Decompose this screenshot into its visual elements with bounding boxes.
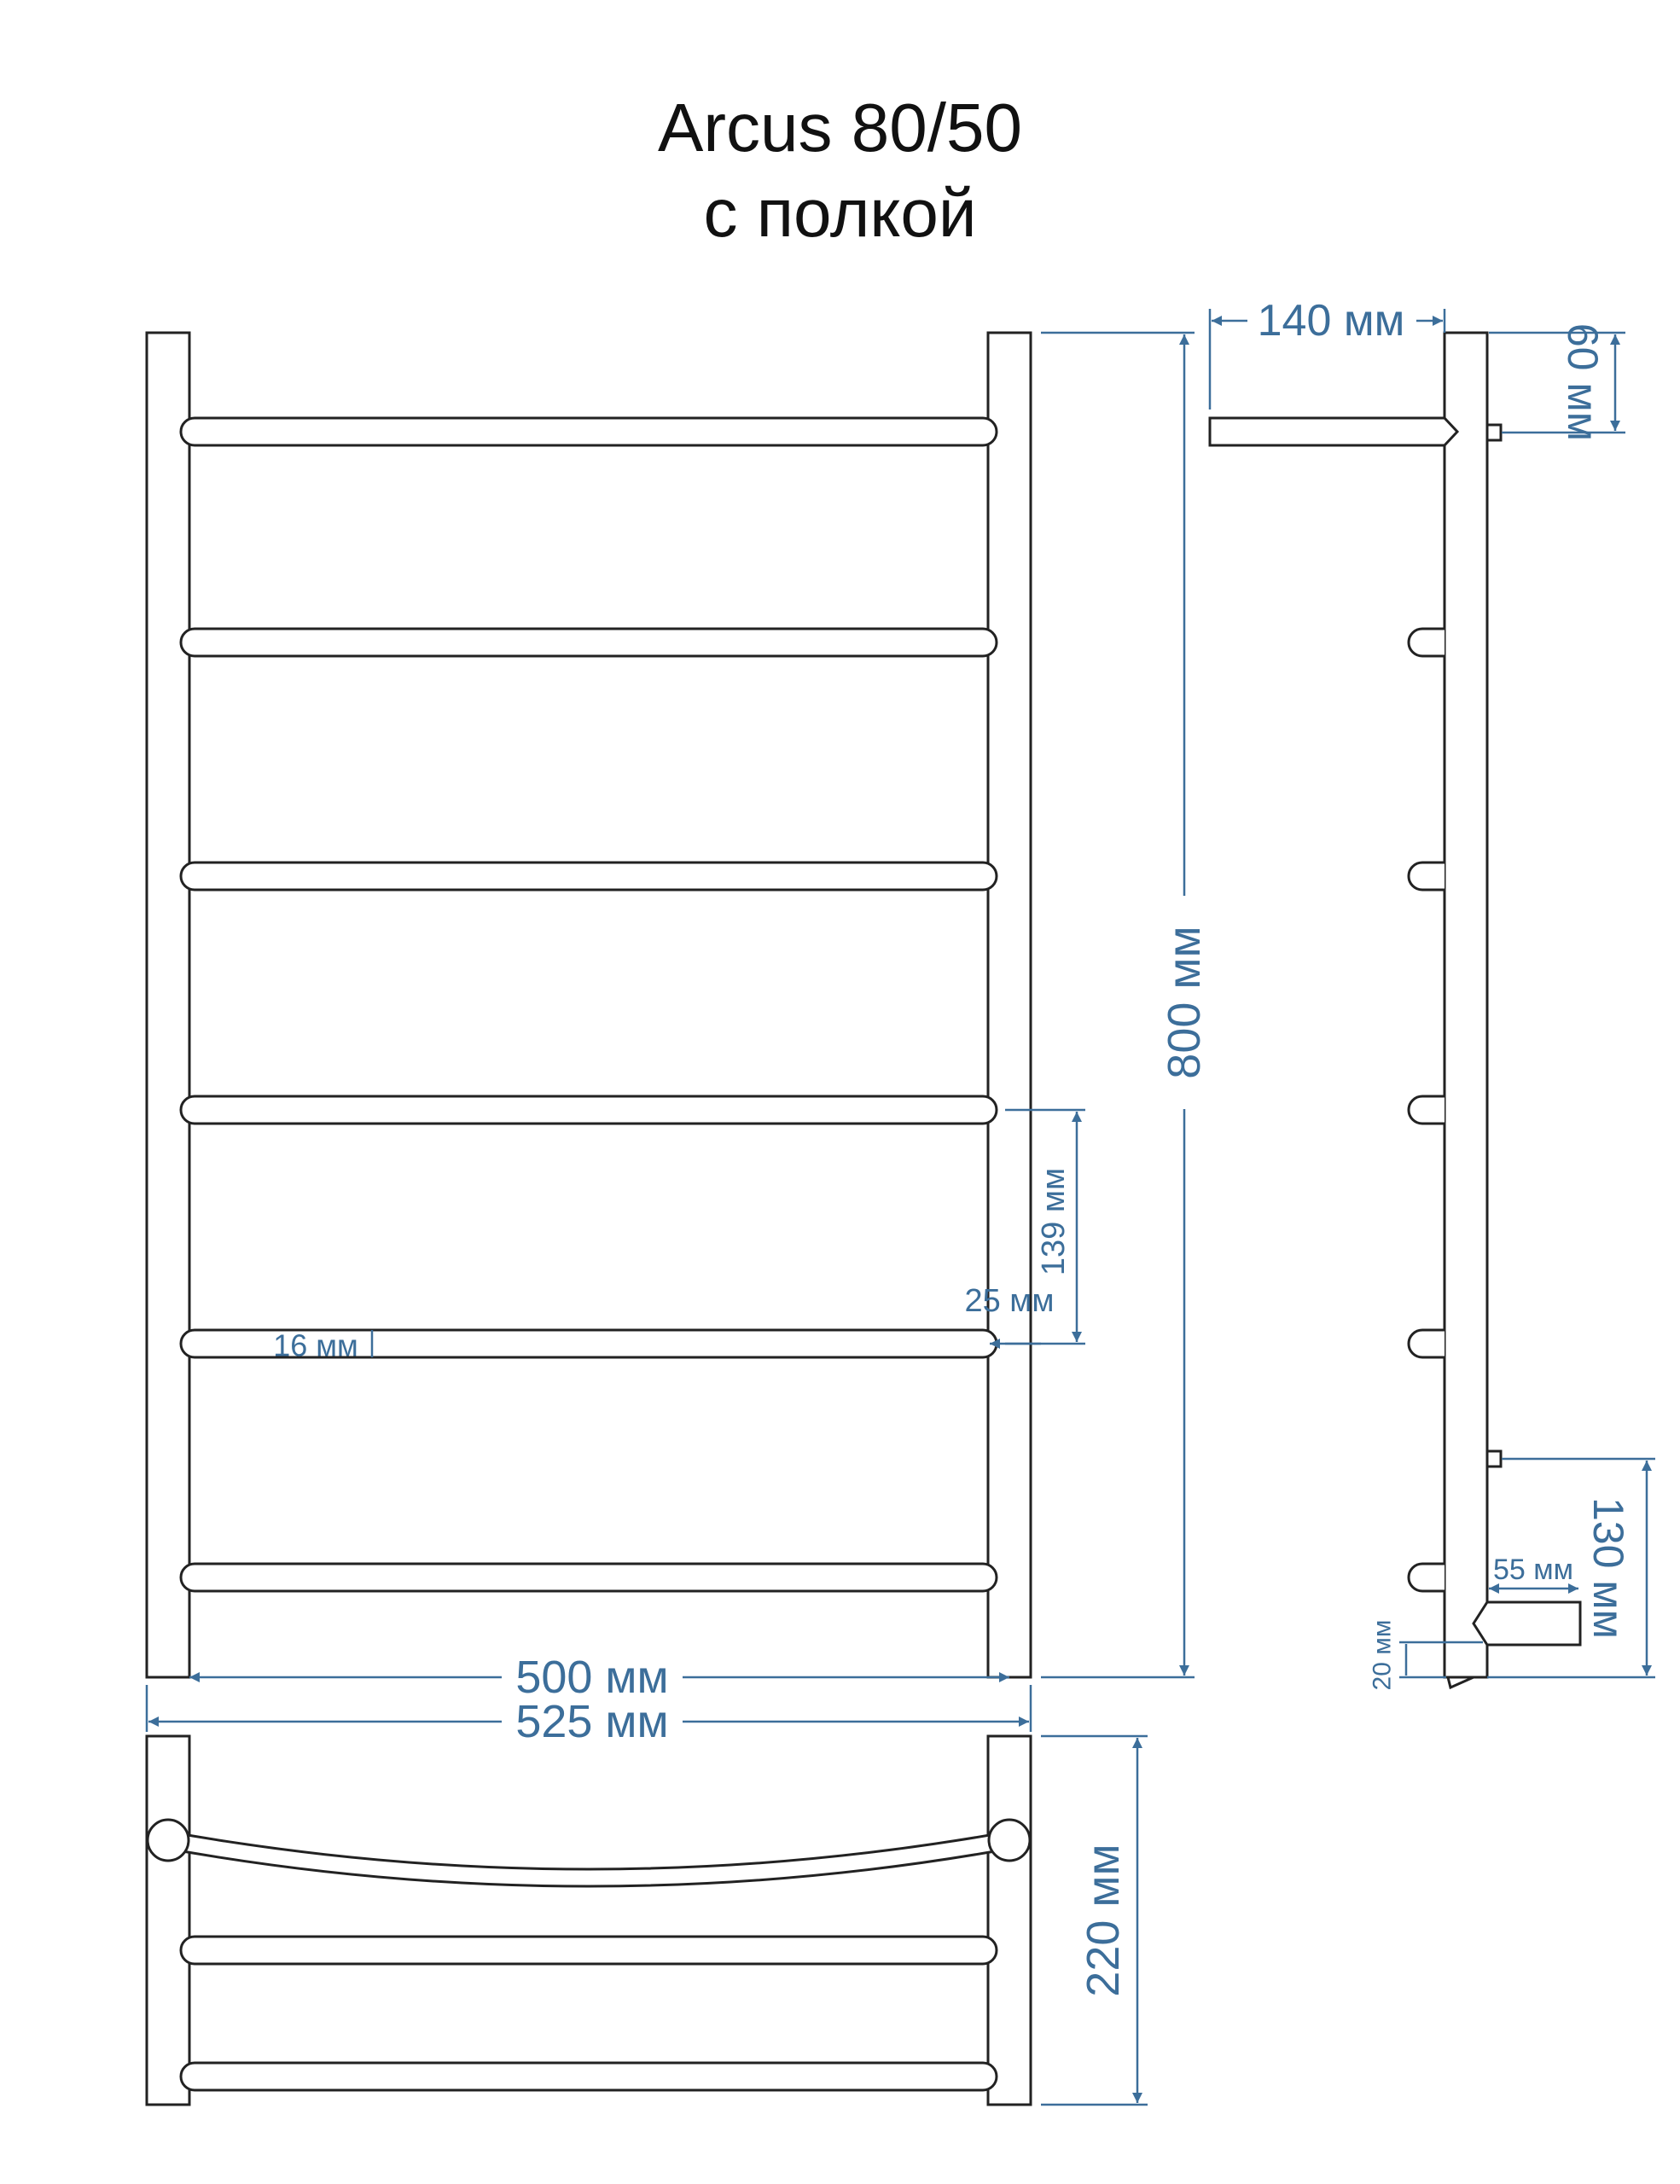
curved-shelf-bar bbox=[166, 1830, 1011, 1888]
dimension-55-label: 55 мм bbox=[1493, 1554, 1573, 1586]
left-upright bbox=[145, 331, 191, 1679]
bottom-connector bbox=[1472, 1600, 1582, 1647]
dimension-25: 25 мм bbox=[964, 1283, 1055, 1349]
dimension-139: 139 мм bbox=[1005, 1108, 1085, 1345]
side-view bbox=[1208, 331, 1582, 1690]
dimension-220: 220 мм bbox=[1041, 1734, 1148, 2106]
dimension-800: 800 мм bbox=[1041, 331, 1210, 1679]
dimension-16: 16 мм bbox=[273, 1328, 374, 1363]
right-upright bbox=[986, 331, 1032, 1679]
shelf-mount-left bbox=[146, 1818, 190, 1862]
dimension-525-label: 525 мм bbox=[515, 1696, 668, 1747]
dimension-140: 140 мм bbox=[1208, 296, 1446, 410]
dimension-60-label: 60 мм bbox=[1559, 323, 1607, 441]
dimension-220-label: 220 мм bbox=[1078, 1844, 1129, 1996]
dimension-800-label: 800 мм bbox=[1159, 926, 1210, 1078]
rung bbox=[179, 416, 998, 447]
rung-end bbox=[1407, 1095, 1445, 1125]
top-left-upright bbox=[145, 1734, 191, 2106]
product-title: Arcus 80/50 bbox=[658, 90, 1022, 166]
dimension-20: 20 мм bbox=[1369, 1620, 1483, 1691]
rung bbox=[179, 861, 998, 892]
top-right-upright bbox=[986, 1734, 1032, 2106]
dimension-500-label: 500 мм bbox=[515, 1652, 668, 1703]
shelf-rail bbox=[179, 1935, 998, 1966]
side-upright bbox=[1443, 331, 1489, 1679]
dimension-25-label: 25 мм bbox=[964, 1283, 1054, 1319]
dimension-130-label: 130 мм bbox=[1584, 1497, 1632, 1639]
rung-end bbox=[1407, 1328, 1445, 1359]
wall-mount-top bbox=[1485, 423, 1503, 442]
dimension-20-label: 20 мм bbox=[1369, 1620, 1397, 1691]
dimension-16-label: 16 мм bbox=[273, 1328, 358, 1363]
rung bbox=[179, 627, 998, 658]
rung-end bbox=[1407, 627, 1445, 658]
wall-mount-bottom bbox=[1485, 1449, 1503, 1468]
dimension-140-label: 140 мм bbox=[1258, 296, 1405, 346]
top-view bbox=[145, 1734, 1032, 2106]
shelf-bracket bbox=[1208, 416, 1460, 447]
front-view bbox=[145, 331, 1032, 1679]
rung bbox=[179, 1562, 998, 1593]
dimension-60: 60 мм bbox=[1489, 323, 1625, 441]
dimension-525: 525 мм bbox=[145, 1685, 1032, 1747]
shelf-rail bbox=[179, 2061, 998, 2092]
dimension-500: 500 мм bbox=[189, 1652, 1009, 1703]
dimension-55: 55 мм bbox=[1489, 1554, 1578, 1594]
rung-end bbox=[1407, 1562, 1445, 1593]
connector-end bbox=[1446, 1676, 1474, 1690]
shelf-mount-right bbox=[987, 1818, 1032, 1862]
rung-end bbox=[1407, 861, 1445, 892]
product-subtitle: с полкой bbox=[703, 175, 977, 251]
dimension-139-label: 139 мм bbox=[1036, 1168, 1072, 1275]
dimension-130: 130 мм bbox=[1487, 1457, 1655, 1679]
rung bbox=[179, 1095, 998, 1125]
